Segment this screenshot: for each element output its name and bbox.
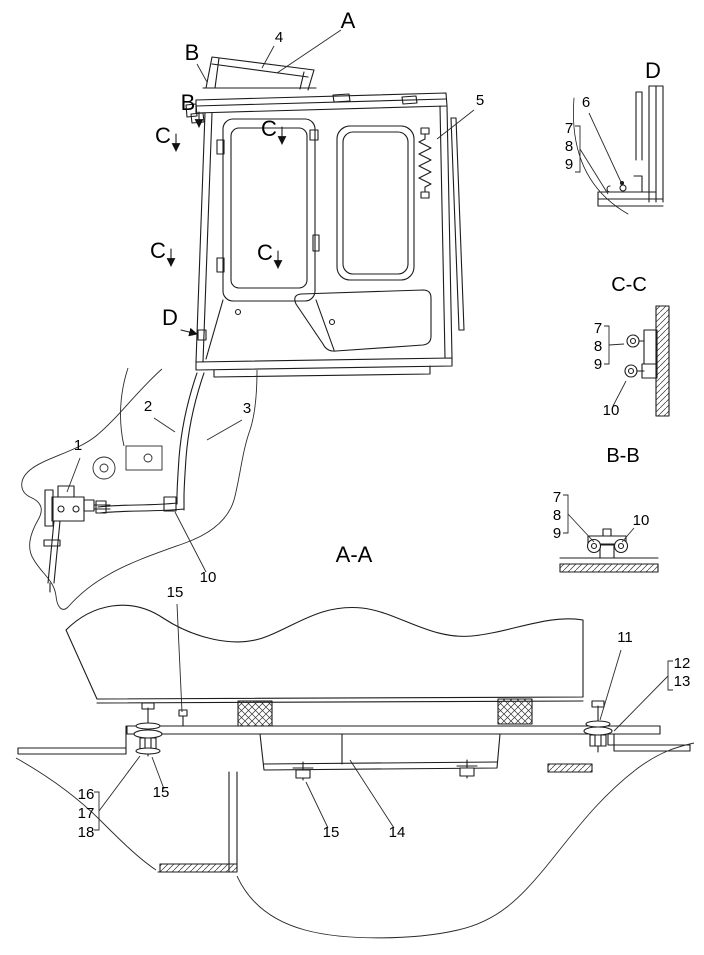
cab-roof-beam (185, 92, 448, 124)
part-callout-15-top: 15 (167, 584, 184, 601)
machine-chassis-outline (21, 367, 258, 610)
section-marker-b: B (181, 90, 196, 115)
part-callout-11: 11 (617, 629, 633, 646)
lower-frame-outline (15, 742, 695, 939)
section-view-aa (17, 604, 691, 873)
section-arrows (166, 111, 287, 337)
section-aa-title: A-A (336, 542, 373, 567)
section-bb-title: B-B (606, 445, 639, 467)
part-callout-13: 13 (674, 673, 691, 690)
part-callout-18: 18 (78, 824, 95, 841)
part-callout-15-left: 15 (153, 784, 170, 801)
part-callout-8-d: 8 (565, 138, 573, 155)
cab-door (216, 118, 320, 316)
detail-view-d (573, 85, 664, 215)
part-callout-15-center: 15 (323, 824, 340, 841)
part-callout-3: 3 (243, 400, 251, 417)
section-marker-c3: C (150, 238, 166, 263)
section-marker-d: D (162, 305, 178, 330)
cab-lower-window (294, 289, 432, 352)
part-callout-6: 6 (582, 94, 590, 111)
part-callout-14: 14 (389, 824, 406, 841)
section-cc-title: C-C (611, 274, 647, 296)
section-marker-a: A (341, 8, 356, 33)
part-callout-12: 12 (674, 655, 691, 672)
detail-d-title: D (645, 58, 661, 83)
part-callout-10-bb: 10 (633, 512, 650, 529)
cab-body (195, 105, 453, 378)
hose-lines-parts-2-3 (95, 372, 205, 514)
section-view-cc (624, 305, 670, 417)
part-callout-8-bb: 8 (553, 507, 561, 524)
section-marker-c4: C (257, 240, 273, 265)
part-callout-10-cc: 10 (603, 402, 620, 419)
cab-right-window (336, 125, 415, 281)
part-callout-10-main: 10 (200, 569, 217, 586)
part-callout-7-cc: 7 (594, 320, 602, 337)
section-view-bb (559, 528, 659, 573)
section-marker-c1: C (155, 123, 171, 148)
valve-assembly-part-1 (43, 485, 111, 593)
leader-lines (66, 29, 673, 831)
part-callout-7-bb: 7 (553, 489, 561, 506)
part-callout-4: 4 (275, 29, 283, 46)
gas-spring-part-5 (418, 127, 432, 199)
part-callout-5: 5 (476, 92, 484, 109)
part-callout-9-bb: 9 (553, 525, 561, 542)
part-callout-2: 2 (144, 398, 152, 415)
part-callout-9-cc: 9 (594, 356, 602, 373)
part-callout-17: 17 (78, 805, 95, 822)
cab-side-rail (450, 117, 465, 331)
section-marker-b-top: B (185, 40, 200, 65)
part-callout-16: 16 (78, 786, 95, 803)
part-callout-7-d: 7 (565, 120, 573, 137)
part-callout-1: 1 (74, 437, 82, 454)
part-callout-8-cc: 8 (594, 338, 602, 355)
cab-roof-hatch (202, 56, 317, 91)
callout-labels: A 4 B B C C C C 5 D 2 3 1 10 D 6 7 8 9 C… (74, 8, 691, 841)
section-marker-c2: C (261, 116, 277, 141)
part-callout-9-d: 9 (565, 156, 573, 173)
